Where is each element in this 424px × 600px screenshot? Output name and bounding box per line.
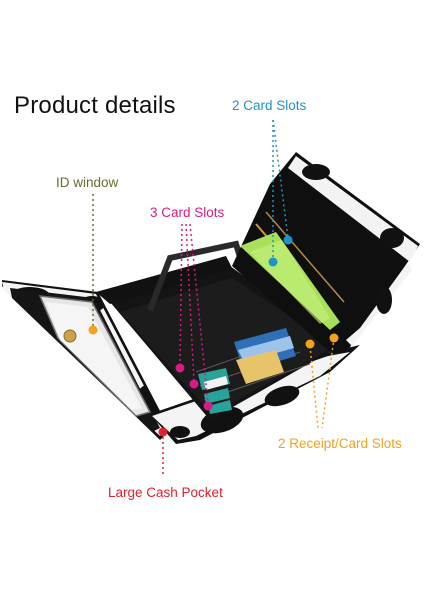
label-2-card-slots: 2 Card Slots [232,98,307,113]
inserted-cards [198,328,296,414]
callout-card-slots-3 [175,223,213,411]
callout-card-slots-2 [268,119,293,267]
id-window [38,295,152,417]
label-2-receipt-card-slots: 2 Receipt/Card Slots [278,436,402,451]
label-large-cash-pocket: Large Cash Pocket [108,485,223,500]
callout-id-window [88,194,98,335]
label-3-card-slots: 3 Card Slots [150,205,225,220]
label-id-window: ID window [56,175,119,190]
callout-receipt-slots [305,333,339,429]
callout-cash-pocket [158,427,168,474]
page-title: Product details [14,92,176,119]
